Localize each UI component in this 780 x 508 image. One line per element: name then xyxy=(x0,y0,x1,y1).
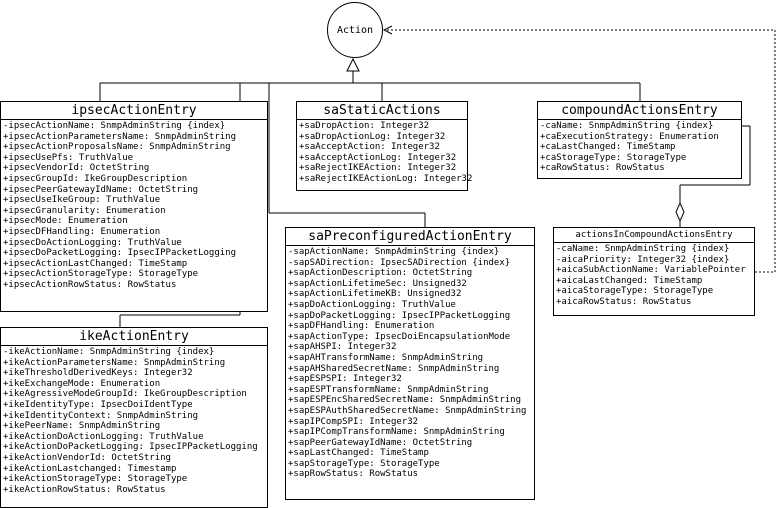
attribute-row: +sapActionDescription: OctetString xyxy=(288,268,473,279)
generalization-arrow xyxy=(346,57,360,72)
attribute-row: -sapActionName: SnmpAdminString {index} xyxy=(288,247,500,257)
attribute-row: +sapAHSPI: Integer32 xyxy=(288,342,397,353)
class-title: compoundActionsEntry xyxy=(538,102,741,120)
attribute-row: +ipsecGroupId: IkeGroupDescription xyxy=(3,173,188,184)
attribute-row: +sapActionLifetimeSec: Unsigned32 xyxy=(288,278,467,289)
attribute-row: +saRejectIKEActionLog: Integer32 xyxy=(299,173,473,184)
attribute-row: +sapActionLifetimeKB: Unsigned32 xyxy=(288,289,462,300)
attribute-row: +ipsecDoActionLogging: TruthValue xyxy=(3,237,182,248)
attribute-row: +sapRowStatus: RowStatus xyxy=(288,469,419,480)
attribute-row: +aicaLastChanged: TimeStamp xyxy=(556,275,703,286)
attribute-row: +ikeActionDoPacketLogging: IpsecIPPacket… xyxy=(3,442,258,453)
attribute-row: +ipsecActionStorageType: StorageType xyxy=(3,269,199,280)
class-title: saPreconfiguredActionEntry xyxy=(286,228,534,246)
attribute-row: +ikeThresholdDerivedKeys: Integer32 xyxy=(3,368,193,379)
attribute-row: +ipsecMode: Enumeration xyxy=(3,216,128,227)
attribute-row: +ipsecVendorId: OctetString xyxy=(3,163,150,174)
attribute-row: -ikeActionName: SnmpAdminString {index} xyxy=(3,347,215,357)
attribute-row: +ikeAgressiveModeGroupId: IkeGroupDescri… xyxy=(3,389,247,400)
class-box-actions-in-compound-entry: actionsInCompoundActionsEntry-caName: Sn… xyxy=(553,227,755,316)
class-box-sa-static-actions: saStaticActions+saDropAction: Integer32+… xyxy=(296,101,473,191)
attribute-row: +ipsecActionRowStatus: RowStatus xyxy=(3,279,177,290)
attribute-row: +ikeIdentityType: IpsecDoiIdentType xyxy=(3,399,193,410)
aggregation-diamond xyxy=(675,201,685,223)
attribute-list: -caName: SnmpAdminString {index}+caExecu… xyxy=(538,121,741,174)
attribute-row: +aicaSubActionName: VariablePointer xyxy=(556,265,746,276)
attribute-row: +sapAHTransformName: SnmpAdminString xyxy=(288,352,484,363)
attribute-row: +sapESPAuthSharedSecretName: SnmpAdminSt… xyxy=(288,405,527,416)
attribute-row: +sapDoPacketLogging: IpsecIPPacketLoggin… xyxy=(288,310,511,321)
attribute-row: +sapLastChanged: TimeStamp xyxy=(288,448,429,459)
attribute-row: +caRowStatus: RowStatus xyxy=(540,163,665,174)
attribute-list: -sapActionName: SnmpAdminString {index}-… xyxy=(286,247,534,480)
class-title: ipsecActionEntry xyxy=(1,102,267,120)
attribute-row: +sapIPCompTransformName: SnmpAdminString xyxy=(288,427,505,438)
attribute-row: +ikeExchangeMode: Enumeration xyxy=(3,378,161,389)
attribute-row: +saRejectIKEAction: Integer32 xyxy=(299,163,457,174)
attribute-row: +ipsecUsePfs: TruthValue xyxy=(3,152,134,163)
attribute-row: +ikeActionLastchanged: Timestamp xyxy=(3,463,177,474)
attribute-row: +saAcceptActionLog: Integer32 xyxy=(299,152,457,163)
attribute-row: +sapESPTransformName: SnmpAdminString xyxy=(288,384,489,395)
attribute-row: +ikeActionRowStatus: RowStatus xyxy=(3,484,166,495)
attribute-row: +sapESPSPI: Integer32 xyxy=(288,374,402,385)
attribute-row: +ipsecActionProposalsName: SnmpAdminStri… xyxy=(3,142,231,153)
action-label: Action xyxy=(336,24,374,36)
attribute-row: +sapAHSharedSecretName: SnmpAdminString xyxy=(288,363,500,374)
attribute-row: +caStorageType: StorageType xyxy=(540,152,687,163)
attribute-row: -ipsecActionName: SnmpAdminString {index… xyxy=(3,121,226,131)
class-title: actionsInCompoundActionsEntry xyxy=(554,228,754,243)
attribute-row: -caName: SnmpAdminString {index} xyxy=(540,121,714,131)
class-box-compound-actions-entry: compoundActionsEntry-caName: SnmpAdminSt… xyxy=(537,101,742,179)
attribute-row: +sapPeerGatewayIdName: OctetString xyxy=(288,437,473,448)
attribute-row: +saDropAction: Integer32 xyxy=(299,121,430,131)
attribute-row: +ikeActionVendorId: OctetString xyxy=(3,452,171,463)
attribute-row: +sapActionType: IpsecDoiEncapsulationMod… xyxy=(288,331,511,342)
attribute-row: -caName: SnmpAdminString {index} xyxy=(556,244,730,254)
action-node: Action xyxy=(327,2,383,58)
association-arrowhead xyxy=(382,25,393,35)
attribute-row: -aicaPriority: Integer32 {index} xyxy=(556,254,730,265)
attribute-row: +ipsecDoPacketLogging: IpsecIPPacketLogg… xyxy=(3,248,236,259)
attribute-row: +ipsecActionLastChanged: TimeStamp xyxy=(3,258,188,269)
attribute-row: +ikePeerName: SnmpAdminString xyxy=(3,421,161,432)
attribute-row: +ikeActionParametersName: SnmpAdminStrin… xyxy=(3,357,226,368)
attribute-list: -caName: SnmpAdminString {index}-aicaPri… xyxy=(554,244,754,308)
attribute-row: +sapDoActionLogging: TruthValue xyxy=(288,299,456,310)
attribute-row: +caLastChanged: TimeStamp xyxy=(540,142,676,153)
attribute-row: +sapDFHandling: Enumeration xyxy=(288,321,435,332)
attribute-row: +ikeIdentityContext: SnmpAdminString xyxy=(3,410,199,421)
attribute-row: +saAcceptAction: Integer32 xyxy=(299,142,440,153)
attribute-row: +aicaStorageType: StorageType xyxy=(556,286,714,297)
attribute-row: +sapStorageType: StorageType xyxy=(288,458,440,469)
class-title: saStaticActions xyxy=(297,102,467,120)
class-box-ike-action-entry: ikeActionEntry-ikeActionName: SnmpAdminS… xyxy=(0,327,268,508)
attribute-row: +ipsecGranularity: Enumeration xyxy=(3,205,166,216)
class-box-ipsec-action-entry: ipsecActionEntry-ipsecActionName: SnmpAd… xyxy=(0,101,268,312)
attribute-row: +ipsecActionParametersName: SnmpAdminStr… xyxy=(3,131,236,142)
attribute-row: +sapIPCompSPI: Integer32 xyxy=(288,416,419,427)
attribute-list: -ipsecActionName: SnmpAdminString {index… xyxy=(1,121,267,291)
attribute-row: +ikeActionStorageType: StorageType xyxy=(3,474,188,485)
attribute-row: +saDropActionLog: Integer32 xyxy=(299,131,446,142)
attribute-row: +ipsecUseIkeGroup: TruthValue xyxy=(3,195,161,206)
class-box-sa-preconfigured-entry: saPreconfiguredActionEntry-sapActionName… xyxy=(285,227,535,500)
attribute-row: +sapESPEncSharedSecretName: SnmpAdminStr… xyxy=(288,395,521,406)
class-title: ikeActionEntry xyxy=(1,328,267,346)
attribute-row: +ikeActionDoActionLogging: TruthValue xyxy=(3,431,204,442)
attribute-list: -ikeActionName: SnmpAdminString {index}+… xyxy=(1,347,267,495)
attribute-row: +ipsecDFHandling: Enumeration xyxy=(3,226,161,237)
attribute-row: -sapSADirection: IpsecSADirection {index… xyxy=(288,257,511,268)
attribute-row: +aicaRowStatus: RowStatus xyxy=(556,296,692,307)
attribute-row: +caExecutionStrategy: Enumeration xyxy=(540,131,719,142)
attribute-list: +saDropAction: Integer32+saDropActionLog… xyxy=(297,121,473,185)
attribute-row: +ipsecPeerGatewayIdName: OctetString xyxy=(3,184,199,195)
